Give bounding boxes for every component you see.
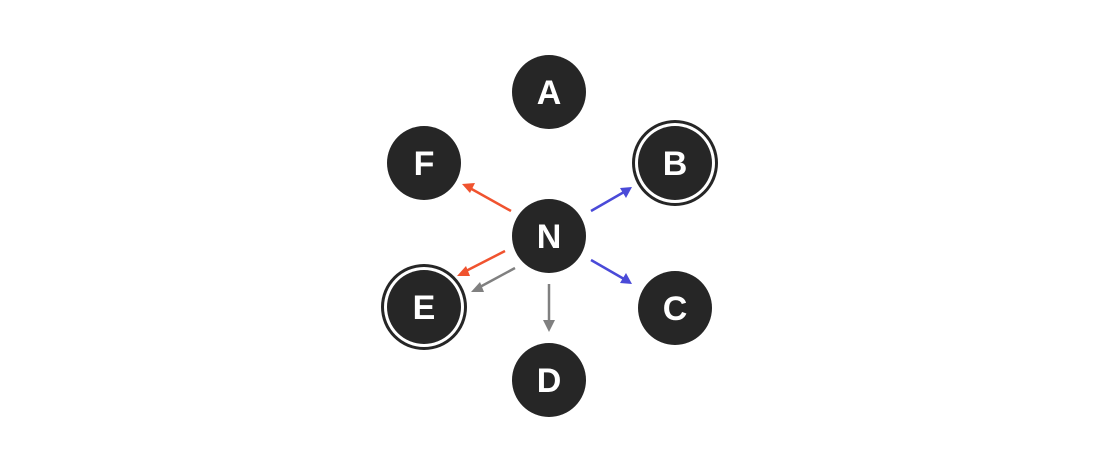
edge-n-to-b	[590, 190, 625, 213]
edge-n-to-e-gray-arrowhead	[471, 282, 484, 292]
node-b-label: B	[663, 145, 688, 183]
node-c-label: C	[663, 290, 688, 328]
node-b[interactable]: B	[632, 120, 718, 206]
node-c-circle	[638, 271, 712, 345]
edge-n-to-e-red	[463, 249, 506, 274]
node-n[interactable]: N	[512, 199, 586, 273]
node-b-circle	[638, 126, 712, 200]
edge-n-to-f-arrowhead	[462, 183, 475, 193]
node-f-circle	[387, 126, 461, 200]
node-d-circle	[512, 343, 586, 417]
edge-n-to-c	[590, 258, 625, 281]
node-e-circle	[387, 270, 461, 344]
edge-n-to-d-arrowhead	[543, 320, 555, 332]
nodes-group: A B C D E F N	[381, 55, 718, 417]
node-n-label: N	[537, 218, 562, 256]
edge-n-to-f	[467, 185, 512, 213]
node-a-circle	[512, 55, 586, 129]
node-f-label: F	[414, 145, 435, 183]
node-e[interactable]: E	[381, 264, 467, 350]
node-n-circle	[512, 199, 586, 273]
edge-n-to-e-red-arrowhead	[457, 266, 470, 276]
edge-n-to-c-arrowhead	[620, 273, 632, 284]
edge-n-to-e-gray	[477, 266, 516, 290]
edge-n-to-b-arrowhead	[620, 187, 632, 198]
node-e-label: E	[413, 289, 436, 327]
node-d-label: D	[537, 362, 562, 400]
edges-group	[457, 183, 632, 332]
node-c[interactable]: C	[638, 271, 712, 345]
node-d[interactable]: D	[512, 343, 586, 417]
node-a-label: A	[537, 74, 562, 112]
node-a[interactable]: A	[512, 55, 586, 129]
node-f[interactable]: F	[387, 126, 461, 200]
